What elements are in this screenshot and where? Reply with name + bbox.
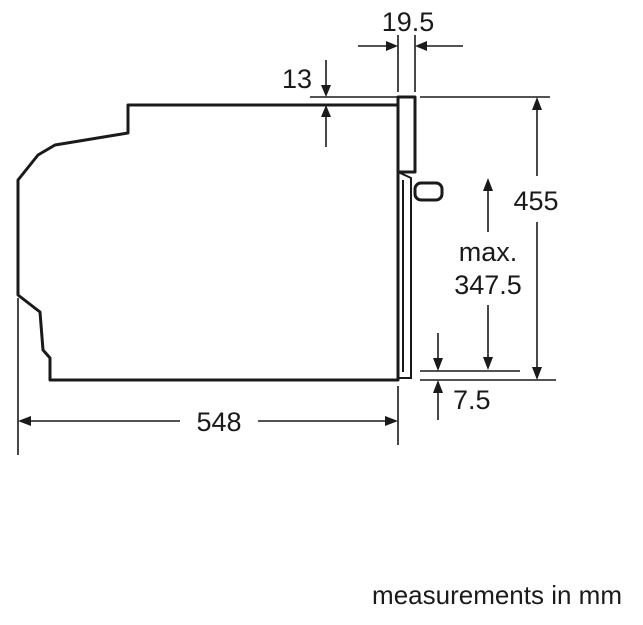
dim-7-5-label: 7.5	[453, 385, 491, 415]
handle-knob	[413, 181, 444, 202]
door-lower-panel	[397, 170, 412, 379]
dim-7-5-arrowhead-down	[433, 358, 443, 371]
dim-7-5-arrowhead-up	[433, 380, 443, 393]
dim-19-5-label: 19.5	[382, 7, 435, 37]
dim-347-5-arrowhead-up	[483, 178, 493, 191]
appliance-body-outline	[16, 103, 400, 382]
dim-548-arrowhead-right	[385, 416, 398, 426]
dim-548-arrowhead-left	[18, 416, 31, 426]
dim-13-label: 13	[282, 64, 312, 94]
dim-347-5-label-line1: max.	[459, 237, 518, 267]
dim-19-5-arrowhead-left	[386, 41, 398, 51]
dim-13-arrowhead-down	[321, 85, 331, 97]
dim-548-label: 548	[196, 407, 241, 437]
dim-455-arrowhead-up	[532, 97, 542, 110]
units-caption: measurements in mm	[372, 580, 622, 610]
dim-13-arrowhead-up	[321, 105, 331, 117]
dim-455-label: 455	[513, 186, 558, 216]
dim-347-5-arrowhead-down	[483, 357, 493, 370]
door-top-panel	[396, 95, 417, 174]
dim-19-5-arrowhead-right	[415, 41, 427, 51]
dim-347-5-label-line2: 347.5	[454, 270, 522, 300]
dim-455-arrowhead-down	[532, 367, 542, 380]
